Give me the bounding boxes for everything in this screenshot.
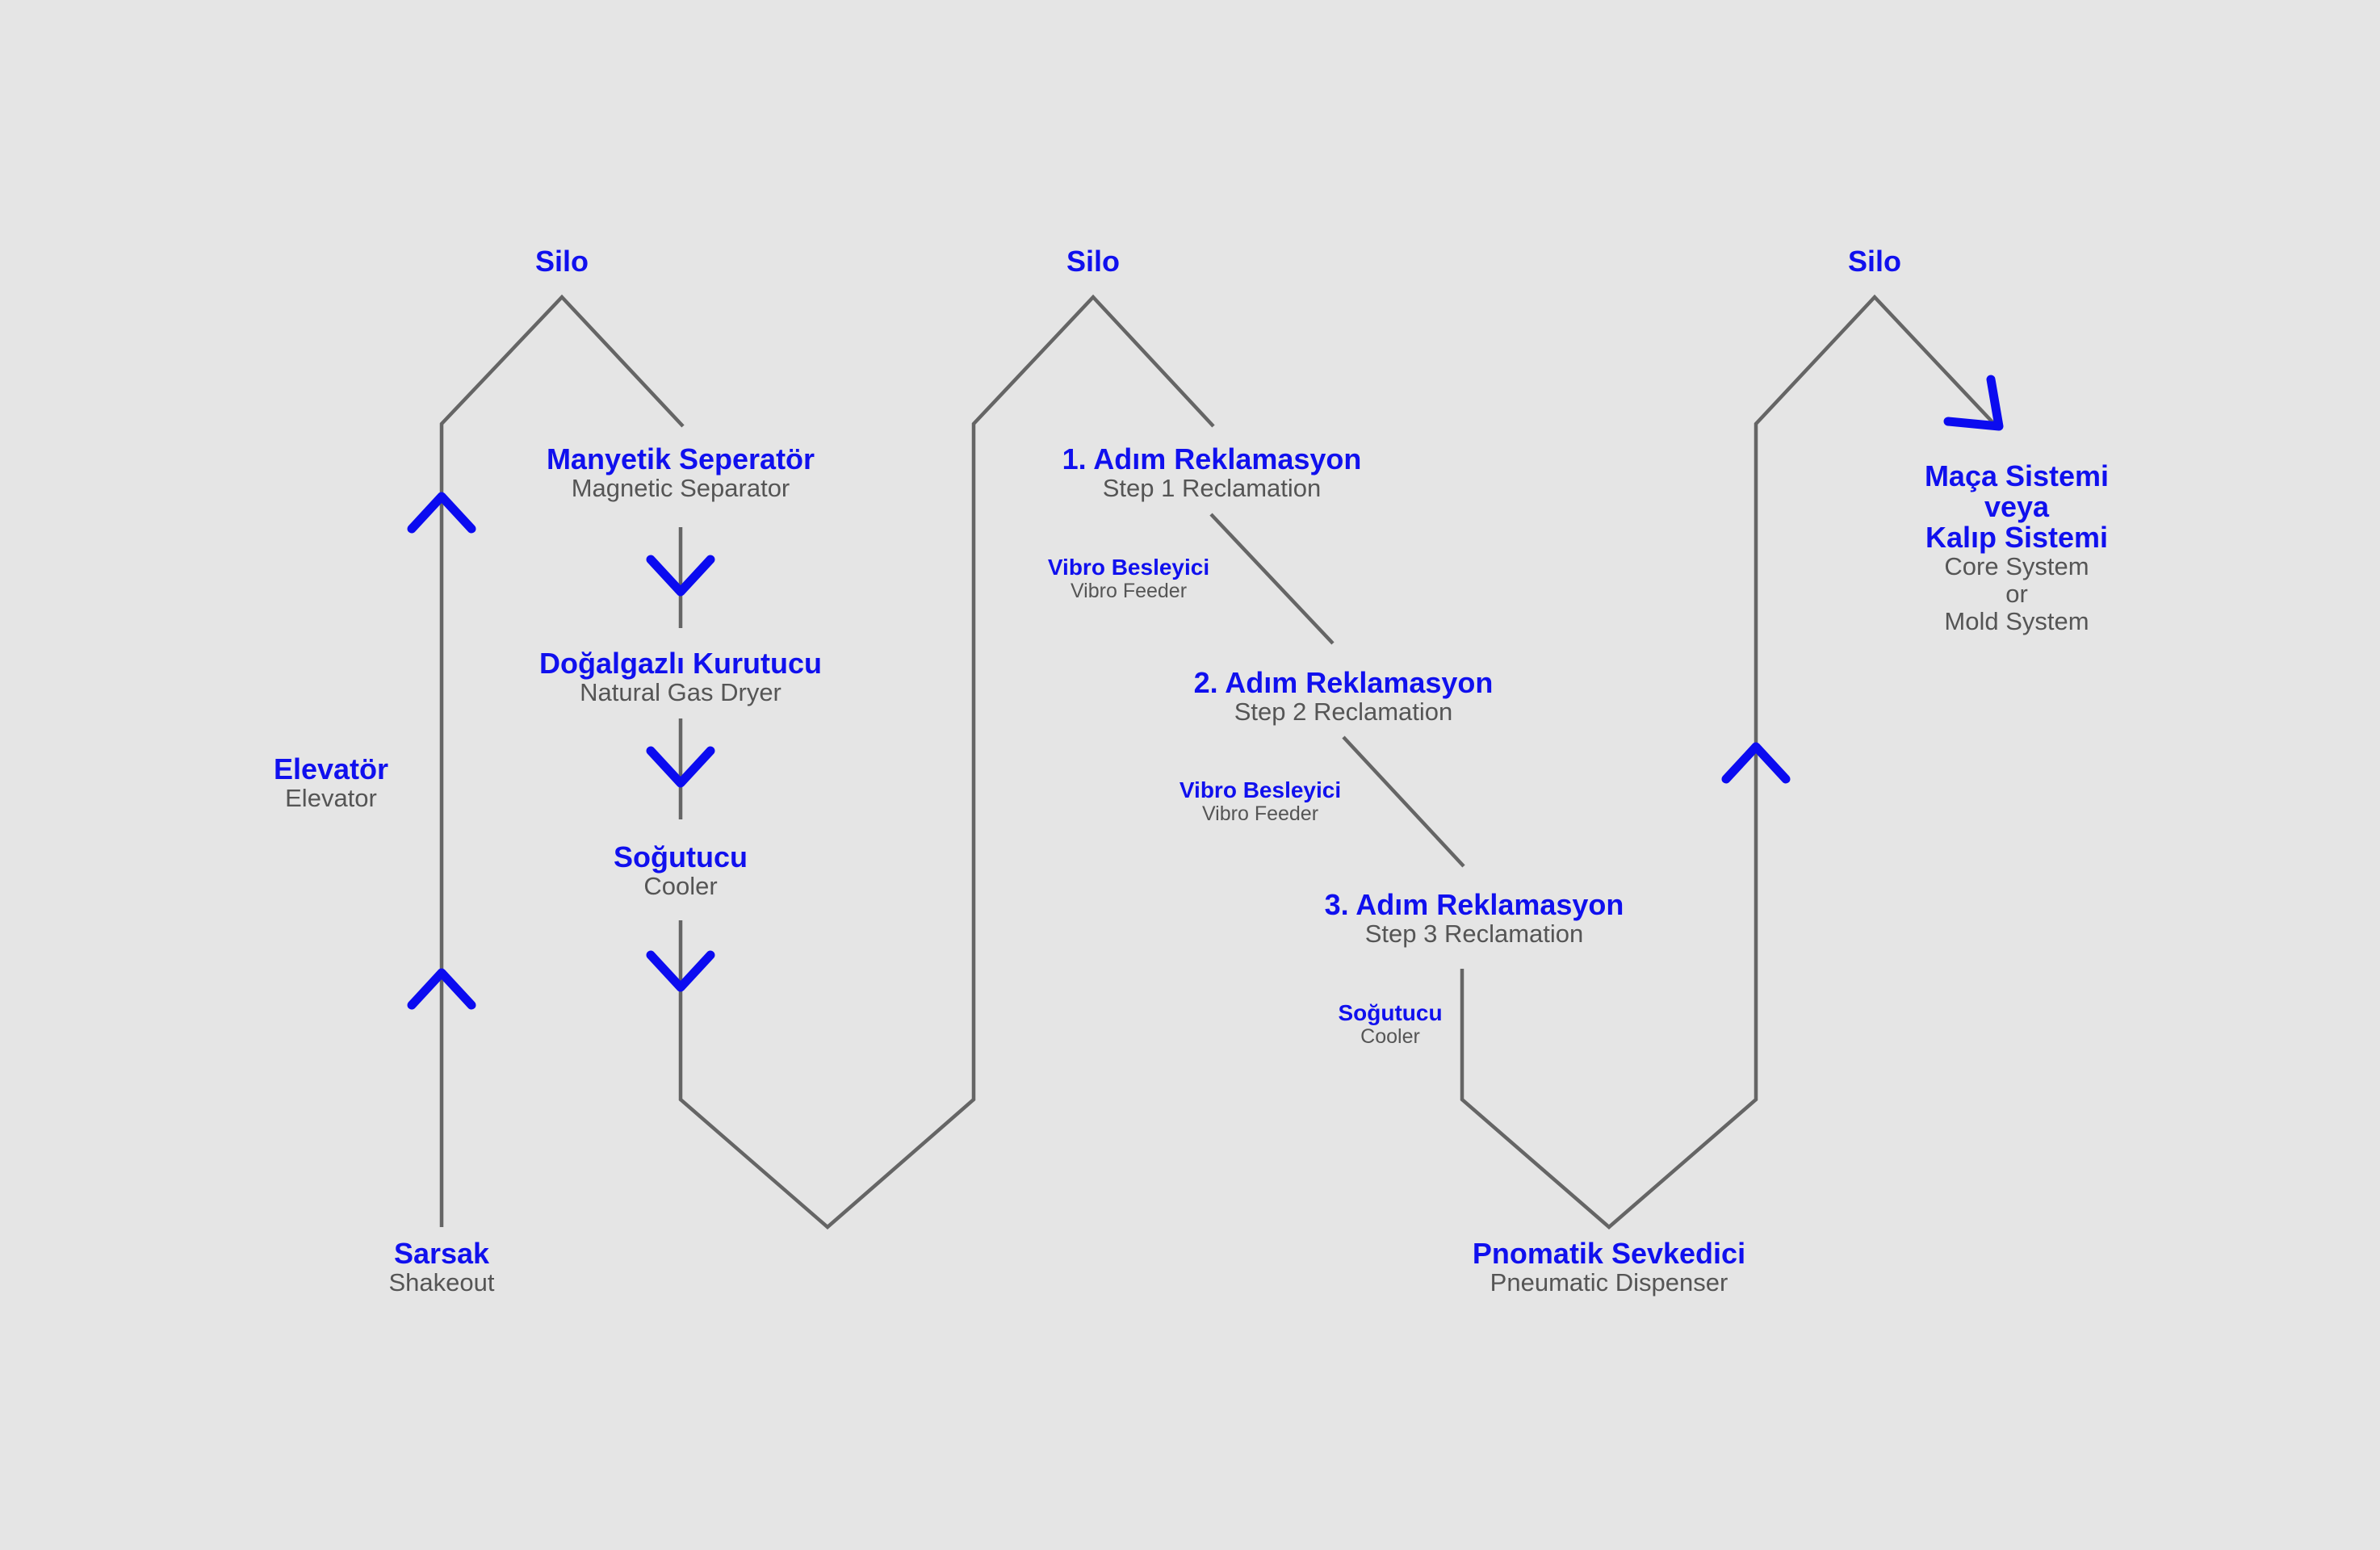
cooler-small-subtitle: Cooler (1360, 1025, 1420, 1048)
elevator-subtitle: Elevator (285, 784, 377, 812)
core-mold-title-line: Kalıp Sistemi (1925, 521, 2109, 554)
step3-to-silo3-line (1460, 294, 1996, 1230)
vibro-feeder-title: Vibro Besleyici (1047, 555, 1210, 580)
core-mold-subtitle-line: or (2005, 580, 2028, 608)
silo-title: Silo (1066, 245, 1121, 278)
vibro-feeder-subtitle: Vibro Feeder (1070, 580, 1188, 602)
magnetic-separator-title: Manyetik Seperatör (546, 442, 815, 475)
pneumatic-dispenser-label: Pnomatik Sevkedici Pneumatic Dispenser (1473, 1238, 1745, 1297)
cooler-subtitle: Cooler (643, 872, 718, 900)
step3-subtitle: Step 3 Reclamation (1364, 920, 1584, 948)
silo-label: Silo (1848, 246, 1901, 277)
shakeout-title: Sarsak (393, 1237, 490, 1270)
shakeout-subtitle: Shakeout (388, 1268, 495, 1297)
cooler-title: Soğutucu (614, 840, 748, 873)
up-arrow-icon (407, 968, 476, 1010)
core-mold-title-line: Maça Sistemi (1924, 459, 2110, 492)
gas-dryer-title: Doğalgazlı Kurutucu (539, 647, 822, 680)
core-mold-subtitle-line: Core System (1944, 552, 2089, 580)
up-arrow-icon (1721, 742, 1791, 784)
cooler-to-silo2-line (678, 294, 1215, 1230)
vibro-feeder-label: Vibro Besleyici Vibro Feeder (1179, 777, 1342, 826)
shakeout-label: Sarsak Shakeout (389, 1238, 495, 1297)
step3-reclamation-label: 3. Adım Reklamasyon Step 3 Reclamation (1325, 890, 1624, 948)
elevator-line (439, 294, 685, 1227)
elevator-title: Elevatör (273, 752, 389, 785)
down-arrow-icon (646, 555, 715, 597)
step1-step2-line (1209, 513, 1335, 645)
step2-subtitle: Step 2 Reclamation (1234, 698, 1453, 726)
cooler-small-label: Soğutucu Cooler (1338, 1000, 1443, 1049)
core-mold-title-line: veya (1984, 490, 2050, 523)
down-arrow-icon (646, 746, 715, 788)
core-mold-subtitle-line: Mold System (1944, 607, 2089, 635)
step1-reclamation-label: 1. Adım Reklamasyon Step 1 Reclamation (1062, 444, 1362, 502)
step2-reclamation-label: 2. Adım Reklamasyon Step 2 Reclamation (1194, 668, 1494, 726)
cooler-label: Soğutucu Cooler (614, 842, 748, 900)
diagonal-arrow-icon (1943, 375, 2004, 431)
vibro-feeder-title: Vibro Besleyici (1179, 777, 1342, 802)
pneumatic-dispenser-subtitle: Pneumatic Dispenser (1490, 1268, 1728, 1297)
magnetic-separator-subtitle: Magnetic Separator (571, 474, 790, 502)
silo-title: Silo (1847, 245, 1902, 278)
silo-title: Silo (534, 245, 589, 278)
vibro-feeder-subtitle: Vibro Feeder (1201, 802, 1319, 825)
core-mold-system-label: Maça Sistemi veya Kalıp Sistemi Core Sys… (1925, 461, 2109, 635)
down-arrow-icon (646, 950, 715, 992)
step1-subtitle: Step 1 Reclamation (1102, 474, 1322, 502)
step3-title: 3. Adım Reklamasyon (1324, 888, 1624, 921)
silo-label: Silo (535, 246, 589, 277)
elevator-label: Elevatör Elevator (274, 754, 388, 812)
step1-title: 1. Adım Reklamasyon (1062, 442, 1362, 475)
gas-dryer-subtitle: Natural Gas Dryer (580, 678, 781, 706)
cooler-small-title: Soğutucu (1338, 1000, 1443, 1025)
step2-step3-line (1342, 735, 1465, 868)
up-arrow-icon (407, 492, 476, 534)
gas-dryer-label: Doğalgazlı Kurutucu Natural Gas Dryer (539, 648, 822, 706)
magnetic-separator-label: Manyetik Seperatör Magnetic Separator (547, 444, 815, 502)
pneumatic-dispenser-title: Pnomatik Sevkedici (1472, 1237, 1746, 1270)
vibro-feeder-label: Vibro Besleyici Vibro Feeder (1047, 555, 1210, 603)
silo-label: Silo (1066, 246, 1120, 277)
step2-title: 2. Adım Reklamasyon (1193, 666, 1494, 699)
